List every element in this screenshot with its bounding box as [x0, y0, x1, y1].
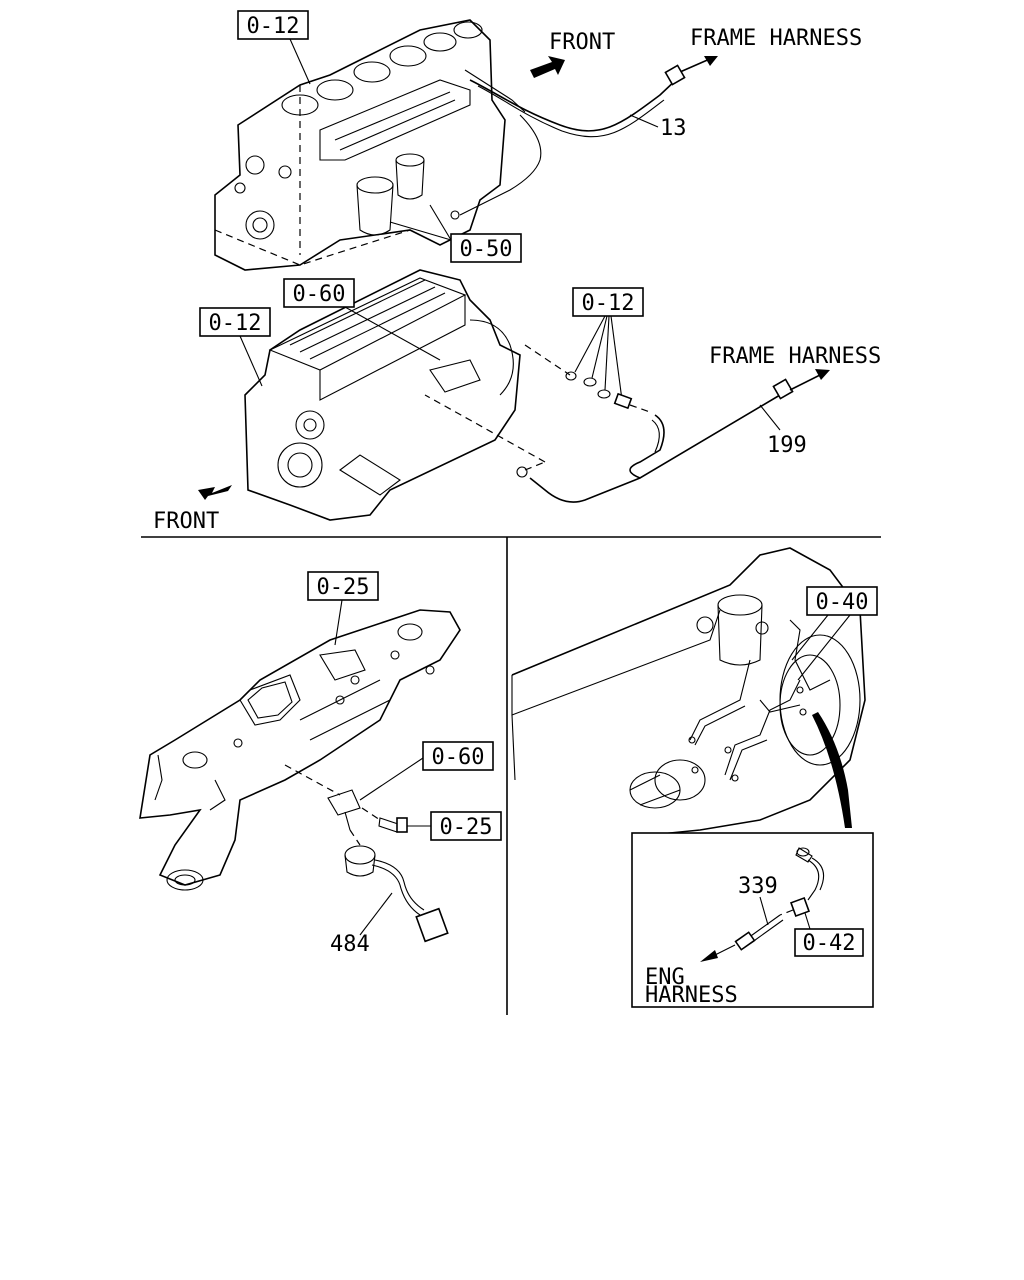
callout-0-25-top: 0-25 — [307, 571, 379, 646]
svg-text:0-42: 0-42 — [803, 931, 856, 956]
svg-text:FRAME HARNESS: FRAME HARNESS — [709, 344, 881, 369]
sensor-484: 484 — [284, 764, 449, 957]
callout-0-12-top: 0-12 — [237, 10, 311, 85]
top-engine-block-drawing — [214, 19, 506, 271]
svg-text:0-50: 0-50 — [460, 237, 513, 262]
svg-text:13: 13 — [660, 116, 687, 141]
frame-harness-label-mid: FRAME HARNESS — [709, 344, 881, 391]
svg-text:0-25: 0-25 — [317, 575, 370, 600]
svg-text:484: 484 — [330, 932, 370, 957]
callout-0-50: 0-50 — [389, 204, 522, 263]
svg-text:199: 199 — [767, 433, 807, 458]
callout-0-12-mid-right: 0-12 — [524, 287, 651, 413]
svg-text:0-60: 0-60 — [432, 745, 485, 770]
harness-199: 199 — [424, 378, 807, 503]
svg-text:0-12: 0-12 — [209, 311, 262, 336]
frame-harness-label-top: FRAME HARNESS — [679, 26, 862, 73]
front-arrow-top: FRONT — [530, 30, 615, 78]
callout-0-40: 0-40 — [791, 586, 878, 681]
callout-0-25-bolt: 0-25 — [361, 807, 502, 841]
svg-text:0-40: 0-40 — [816, 590, 869, 615]
harness-13: 13 — [450, 64, 687, 220]
callout-0-12-mid-left: 0-12 — [199, 307, 271, 387]
svg-text:FRONT: FRONT — [549, 30, 615, 55]
svg-text:0-12: 0-12 — [247, 14, 300, 39]
svg-text:FRAME HARNESS: FRAME HARNESS — [690, 26, 862, 51]
callout-0-60-bl: 0-60 — [359, 741, 494, 801]
svg-text:FRONT: FRONT — [153, 509, 219, 534]
svg-text:339: 339 — [738, 874, 778, 899]
detail-pointer — [812, 712, 852, 828]
svg-text:ENG: ENG — [645, 965, 685, 990]
front-arrow-mid: FRONT — [153, 485, 232, 534]
svg-text:0-25: 0-25 — [440, 815, 493, 840]
svg-text:0-60: 0-60 — [293, 282, 346, 307]
callout-0-60-mid: 0-60 — [283, 278, 441, 361]
detail-inset: 339 0-42 ENG HARNESS — [631, 832, 874, 1008]
intake-manifold-drawing — [139, 609, 461, 891]
svg-text:0-12: 0-12 — [582, 291, 635, 316]
svg-text:HARNESS: HARNESS — [645, 983, 738, 1008]
engine-corner-drawing — [511, 547, 866, 836]
